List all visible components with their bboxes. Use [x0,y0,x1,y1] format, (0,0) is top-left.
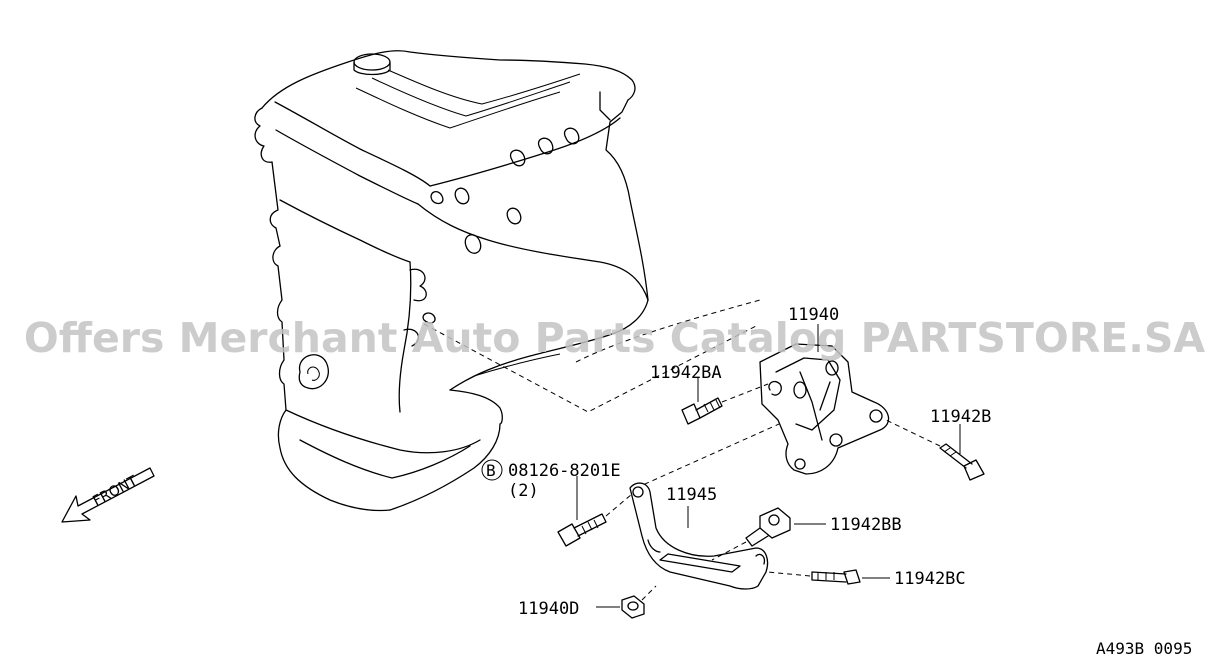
bolt-11942bb [711,507,791,561]
bolt-11942ba [681,383,769,425]
label-11940d: 11940D [518,599,579,619]
front-arrow-icon [61,467,155,523]
label-11940: 11940 [788,305,839,325]
label-11942bb: 11942BB [830,515,902,535]
bolt-11942bc [767,569,861,585]
bolt-08126-8201e [557,493,633,547]
label-11942ba: 11942BA [650,363,722,383]
leader-lines [576,324,961,608]
label-bolt-qty: (2) [508,481,539,501]
engine-block [254,50,789,512]
label-11942bc: 11942BC [894,569,966,589]
label-08126-8201e: 08126-8201E [508,461,621,481]
bolt-code-marker-letter: B [486,461,496,480]
diagram-ref-code: A493B 0095 [1096,639,1192,658]
label-11945: 11945 [666,485,717,505]
nut-11940d [621,585,657,619]
label-11942b: 11942B [930,407,991,427]
engine-stay-11945 [629,482,769,590]
engine-mount-bracket [759,343,890,475]
bolt-11942b [885,419,985,481]
front-label: FRONT [90,473,140,510]
bolt-code-marker: B [481,459,503,481]
